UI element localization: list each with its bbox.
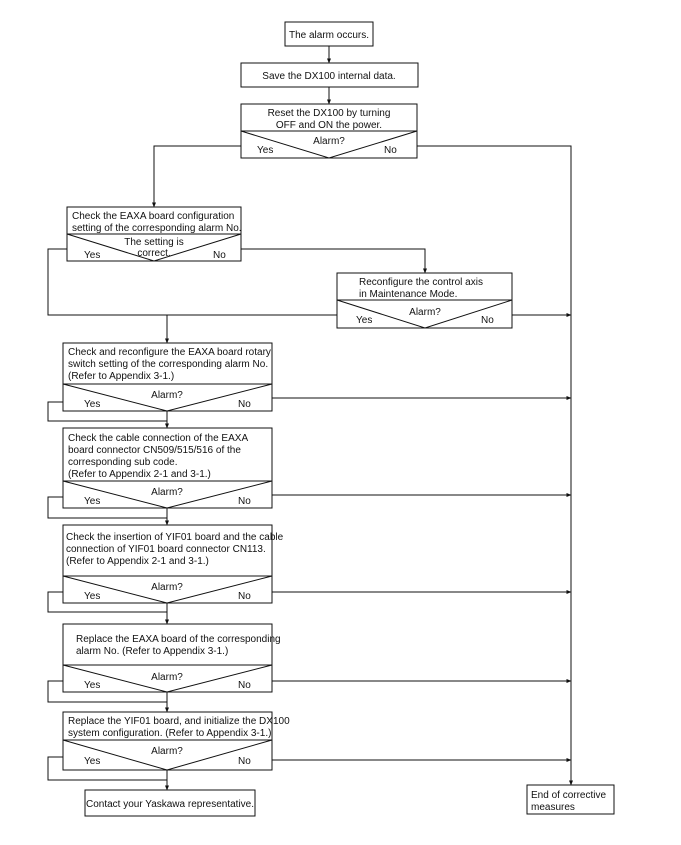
replace-yif01-line-1: Replace the YIF01 board, and initialize … (68, 716, 290, 727)
replace-yif01-decision: Alarm? Yes No (62, 739, 273, 771)
replace-eaxa-no-label: No (238, 680, 251, 691)
connector-rotary-yes (47, 401, 167, 422)
reset-line-2: OFF and ON the power. (276, 120, 382, 131)
yif01-check-process: Check the insertion of YIF01 board and t… (62, 524, 284, 577)
rotary-process: Check and reconfigure the EAXA board rot… (62, 342, 273, 385)
eaxa-config-question-1: The setting is (124, 237, 183, 248)
replace-yif01-question: Alarm? (151, 746, 183, 757)
start-box: The alarm occurs. (284, 21, 374, 47)
reconfigure-question: Alarm? (409, 307, 441, 318)
reconfigure-no-label: No (481, 315, 494, 326)
rotary-line-3: (Refer to Appendix 3-1.) (68, 371, 174, 382)
eaxa-config-process: Check the EAXA board configuration setti… (66, 206, 242, 235)
end-box: End of corrective measures (526, 784, 615, 815)
cable-no-label: No (238, 496, 251, 507)
yif01-check-yes-label: Yes (84, 591, 100, 602)
eaxa-config-yes-label: Yes (84, 250, 100, 261)
connector-replace-yif01-yes (47, 756, 167, 781)
cable-decision: Alarm? Yes No (62, 480, 273, 509)
reset-no-label: No (384, 145, 397, 156)
replace-yif01-line-2: system configuration. (Refer to Appendix… (68, 728, 271, 739)
connector-reset-yes (152, 145, 241, 208)
replace-eaxa-line-2: alarm No. (Refer to Appendix 3-1.) (76, 646, 228, 657)
eaxa-config-decision: The setting is correct. Yes No (66, 233, 242, 262)
reconfigure-line-2: in Maintenance Mode. (359, 289, 457, 300)
connector-yif01-check-yes (47, 591, 167, 613)
replace-yif01-yes-label: Yes (84, 756, 100, 767)
cable-yes-label: Yes (84, 496, 100, 507)
rotary-line-2: switch setting of the corresponding alar… (68, 359, 268, 370)
reset-yes-label: Yes (257, 145, 273, 156)
yif01-check-no-label: No (238, 591, 251, 602)
reset-line-1: Reset the DX100 by turning (268, 108, 391, 119)
contact-text: Contact your Yaskawa representative. (86, 799, 254, 810)
rotary-no-label: No (238, 399, 251, 410)
replace-eaxa-yes-label: Yes (84, 680, 100, 691)
contact-box: Contact your Yaskawa representative. (84, 789, 256, 817)
replace-eaxa-line-1: Replace the EAXA board of the correspond… (76, 634, 281, 645)
reconfigure-process: Reconfigure the control axis in Maintena… (336, 272, 513, 301)
cable-line-4: (Refer to Appendix 2-1 and 3-1.) (68, 469, 211, 480)
end-line-1: End of corrective (531, 790, 606, 801)
yif01-check-decision: Alarm? Yes No (62, 575, 273, 604)
cable-process: Check the cable connection of the EAXA b… (62, 427, 273, 482)
yif01-check-line-2: connection of YIF01 board connector CN11… (66, 544, 266, 555)
replace-eaxa-process: Replace the EAXA board of the correspond… (62, 623, 281, 666)
reset-question: Alarm? (313, 136, 345, 147)
connector-eaxa-no (241, 248, 427, 274)
eaxa-config-no-label: No (213, 250, 226, 261)
yif01-check-line-3: (Refer to Appendix 2-1 and 3-1.) (66, 556, 209, 567)
save-box: Save the DX100 internal data. (240, 62, 419, 88)
rotary-decision: Alarm? Yes No (62, 383, 273, 412)
reconfigure-decision: Alarm? Yes No (336, 299, 513, 329)
eaxa-config-question-2: correct. (137, 248, 170, 259)
yif01-check-line-1: Check the insertion of YIF01 board and t… (66, 532, 284, 543)
replace-yif01-no-label: No (238, 756, 251, 767)
rotary-line-1: Check and reconfigure the EAXA board rot… (68, 347, 271, 358)
yif01-check-question: Alarm? (151, 582, 183, 593)
eaxa-config-line-1: Check the EAXA board configuration (72, 211, 234, 222)
cable-line-3: corresponding sub code. (68, 457, 178, 468)
cable-line-2: board connector CN509/515/516 of the (68, 445, 241, 456)
start-text: The alarm occurs. (289, 30, 369, 41)
connector-cable-yes (47, 496, 167, 519)
reconfigure-line-1: Reconfigure the control axis (359, 277, 483, 288)
cable-question: Alarm? (151, 487, 183, 498)
reset-decision: Alarm? Yes No (240, 130, 418, 159)
connector-reset-no-to-end (417, 145, 573, 786)
connector-eaxa-yes (47, 248, 167, 316)
connector-replace-eaxa-yes (47, 680, 167, 703)
replace-yif01-process: Replace the YIF01 board, and initialize … (62, 711, 290, 741)
reconfigure-yes-label: Yes (356, 315, 372, 326)
replace-eaxa-question: Alarm? (151, 672, 183, 683)
reset-process: Reset the DX100 by turning OFF and ON th… (240, 103, 418, 132)
cable-line-1: Check the cable connection of the EAXA (68, 433, 248, 444)
save-text: Save the DX100 internal data. (262, 71, 395, 82)
rotary-question: Alarm? (151, 390, 183, 401)
eaxa-config-line-2: setting of the corresponding alarm No. (72, 223, 242, 234)
replace-eaxa-decision: Alarm? Yes No (62, 664, 273, 693)
rotary-yes-label: Yes (84, 399, 100, 410)
end-line-2: measures (531, 802, 575, 813)
